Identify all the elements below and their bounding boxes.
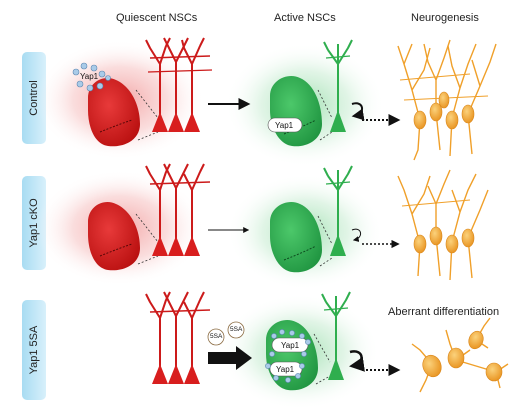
active-radial-glia-cko	[323, 165, 353, 246]
aberrant-differentiation-label: Aberrant differentiation	[388, 306, 500, 318]
neurogenesis-neurons-cko	[397, 169, 489, 281]
row-tab-yap1-5sa: Yap1 5SA	[22, 300, 46, 400]
quiescent-radial-glia-control	[145, 37, 213, 122]
active-nsc-cell-5sa	[266, 320, 331, 391]
quiescent-cell-bodies-control	[152, 112, 200, 132]
yap1-dots-cytoplasm	[72, 62, 111, 92]
quiescent-radial-glia-cko	[145, 163, 211, 246]
ssa-circle	[227, 321, 245, 339]
quiescent-nsc-cell-cko	[88, 202, 159, 271]
quiescent-nsc-cell-control	[88, 78, 159, 147]
ssa-label-1: 5SA	[210, 333, 223, 340]
division-arrow-icon	[351, 102, 365, 121]
quiescent-cell-bodies-cko	[152, 236, 200, 256]
yap1-dots-nucleus	[265, 329, 311, 383]
aberrant-neurons-5sa	[411, 317, 509, 393]
active-radial-glia-5sa	[321, 291, 351, 370]
quiescent-radial-glia-5sa	[145, 291, 211, 374]
yap1-label-control-quiescent: Yap1	[80, 72, 99, 81]
ssa-label-2: 5SA	[230, 326, 243, 333]
yap1-label-control-active: Yap1	[275, 121, 294, 130]
yap1-label-5sa-top: Yap1	[281, 341, 300, 350]
arrow-icon	[208, 346, 252, 370]
yap1-label-5sa-bottom: Yap1	[276, 365, 295, 374]
division-arrow-icon	[349, 350, 365, 372]
active-cell-body-control	[330, 110, 346, 132]
active-cell-body-cko	[330, 234, 346, 256]
neurogenesis-neurons-control	[397, 39, 497, 161]
header-neurogenesis: Neurogenesis	[411, 12, 479, 24]
quiescent-cell-bodies-5sa	[152, 364, 200, 384]
active-cell-body-5sa	[328, 358, 344, 380]
header-active: Active NSCs	[274, 12, 336, 24]
active-nsc-cell-control	[267, 76, 333, 147]
active-nsc-cell-cko	[270, 202, 333, 273]
active-radial-glia-control	[323, 39, 353, 122]
division-arrow-icon	[351, 228, 361, 242]
header-quiescent: Quiescent NSCs	[116, 12, 198, 24]
ssa-circle	[207, 328, 225, 346]
